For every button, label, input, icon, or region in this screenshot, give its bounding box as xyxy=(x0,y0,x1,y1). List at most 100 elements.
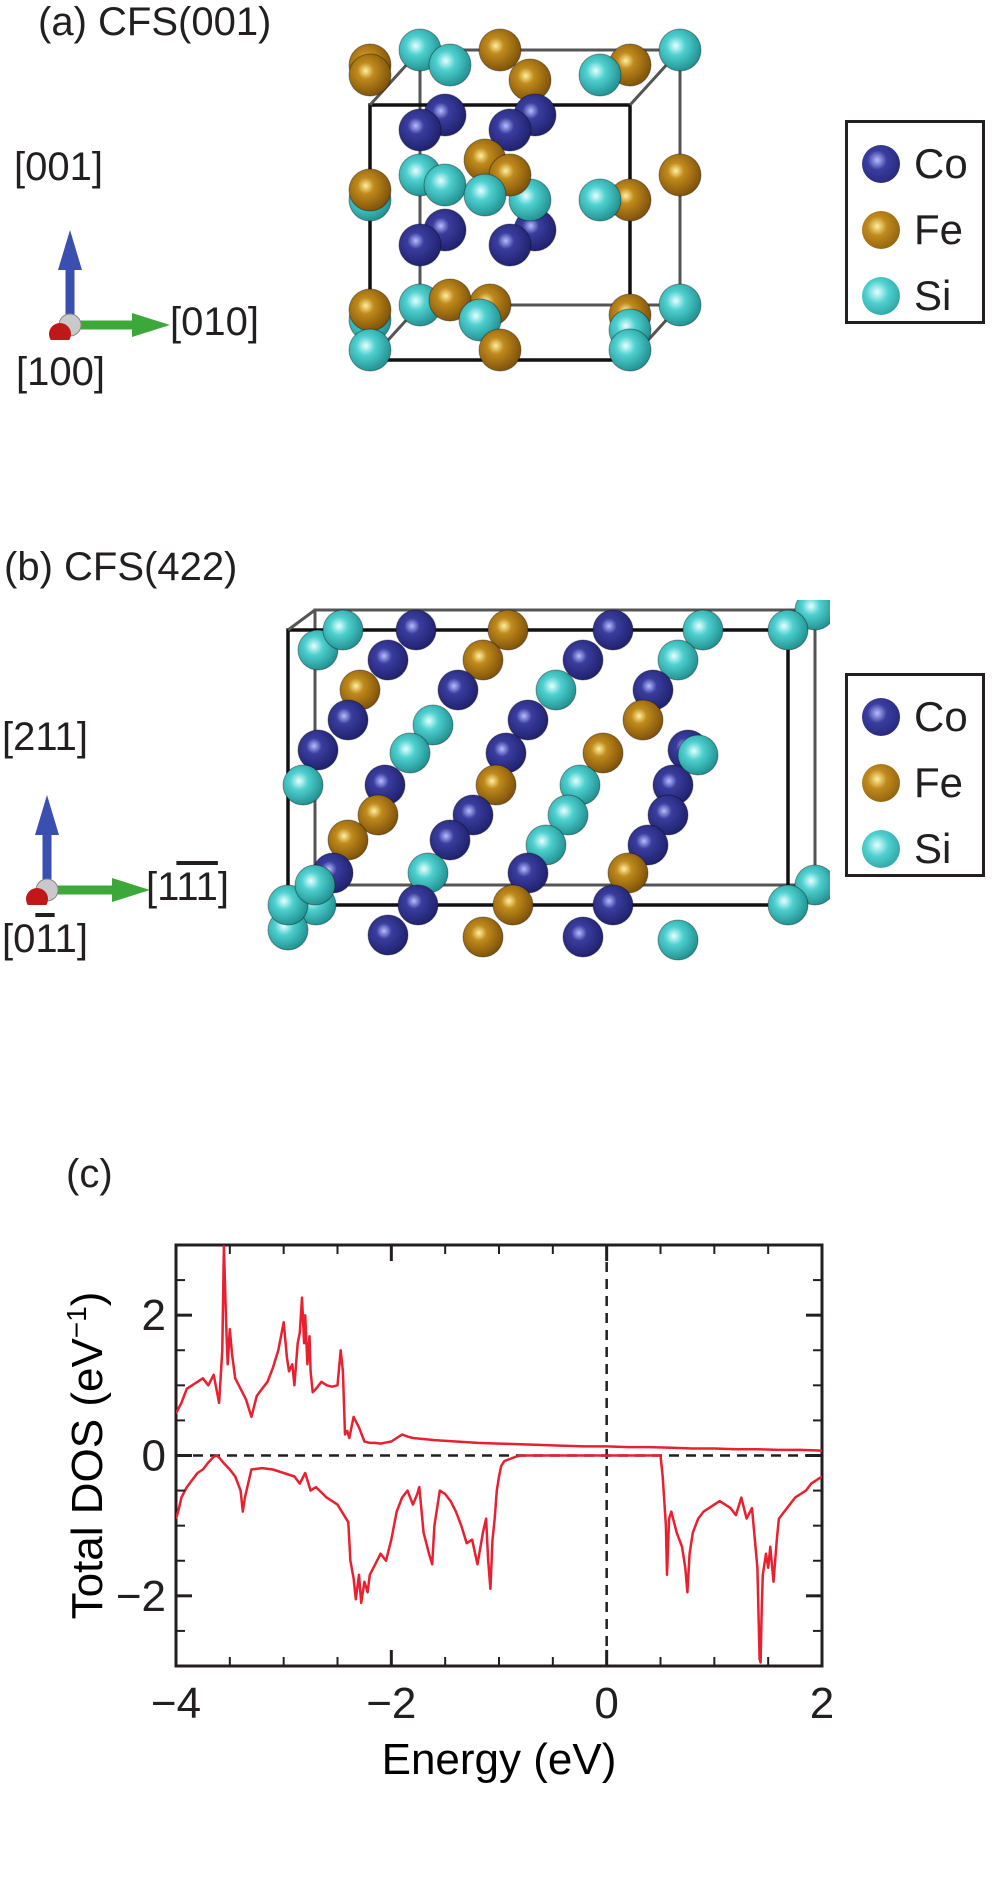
cell-front-face xyxy=(286,628,790,907)
fe-atom xyxy=(348,53,392,97)
co-atom xyxy=(367,914,409,956)
legend-label: Fe xyxy=(914,759,964,806)
axis-label-right: [010] xyxy=(170,300,259,344)
si-atom xyxy=(578,53,622,97)
si-atom xyxy=(657,919,699,961)
si-atom xyxy=(767,884,809,926)
co-atom xyxy=(562,916,604,958)
co-atom xyxy=(297,729,339,771)
x-tick-label: 0 xyxy=(594,1679,618,1728)
co-atom xyxy=(488,223,532,267)
si-atom xyxy=(322,609,364,651)
panel-b: (b) CFS(422) [211] [111] [011] Co Fe Si xyxy=(0,545,997,1025)
legend-b: Co Fe Si xyxy=(845,673,985,877)
co-atom xyxy=(398,223,442,267)
axis-label-out: [100] xyxy=(16,350,105,394)
axis-label-up: [001] xyxy=(14,145,103,189)
axis-label-overline-part: 11 xyxy=(176,865,218,909)
co-atom-icon xyxy=(862,145,900,183)
axis-label-out: [011] xyxy=(2,917,88,962)
legend-label: Fe xyxy=(914,206,964,253)
axis-label-right: [111] xyxy=(146,865,229,910)
co-atom xyxy=(429,819,471,861)
legend-label: Co xyxy=(914,140,968,187)
si-atom-icon xyxy=(862,830,900,868)
si-atom xyxy=(428,43,472,87)
cell-edge xyxy=(287,608,316,632)
axis-arrow-up-head xyxy=(58,230,82,270)
legend-item-fe: Fe xyxy=(862,750,968,816)
crystal-structure-a xyxy=(348,28,702,372)
co-atom xyxy=(627,824,669,866)
si-atom xyxy=(547,794,589,836)
si-atom xyxy=(348,328,392,372)
fe-atom xyxy=(478,28,522,72)
si-atom xyxy=(458,298,502,342)
si-atom xyxy=(389,732,431,774)
axis-arrow-up-head xyxy=(35,795,59,835)
legend-label: Si xyxy=(914,825,952,872)
axis-label-part: [0 xyxy=(2,917,36,961)
si-atom xyxy=(423,163,467,207)
fe-atom xyxy=(487,609,529,651)
co-atom xyxy=(507,699,549,741)
si-atom xyxy=(535,669,577,711)
axis-label-part: ] xyxy=(217,865,230,909)
si-atom-icon xyxy=(862,277,900,315)
co-atom xyxy=(397,884,439,926)
co-atom-icon xyxy=(862,698,900,736)
y-tick-label: 2 xyxy=(142,1291,166,1340)
y-axis-label-close: ) xyxy=(63,1292,112,1307)
y-tick-label: 0 xyxy=(142,1432,166,1481)
si-atom xyxy=(282,764,324,806)
legend-item-si: Si xyxy=(862,263,968,329)
panel-b-label: (b) CFS(422) xyxy=(4,545,238,589)
co-atom xyxy=(398,108,442,152)
legend-label: Si xyxy=(914,272,952,319)
crystal-structure-b xyxy=(267,600,830,961)
y-axis-label-sup: −1 xyxy=(61,1306,92,1338)
fe-atom xyxy=(462,639,504,681)
axis-arrow-right-head xyxy=(112,878,150,902)
co-atom xyxy=(562,639,604,681)
legend-item-fe: Fe xyxy=(862,197,968,263)
axis-label-overline-part: 1 xyxy=(35,917,55,961)
co-atom xyxy=(327,699,369,741)
fe-atom xyxy=(357,794,399,836)
co-atom xyxy=(592,884,634,926)
axis-arrow-right-head xyxy=(132,313,170,337)
axis-arrow-out xyxy=(49,323,71,340)
dos-series-minority xyxy=(176,1454,822,1664)
panel-a: (a) CFS(001) [001] [010] [100] xyxy=(0,0,997,400)
legend-label: Co xyxy=(914,693,968,740)
fe-atom xyxy=(348,288,392,332)
si-atom xyxy=(658,283,702,327)
si-atom xyxy=(657,639,699,681)
legend-item-co: Co xyxy=(862,684,968,750)
axis-label-part: [1 xyxy=(146,865,177,909)
panel-c-label: (c) xyxy=(66,1152,113,1196)
y-tick-label: −2 xyxy=(116,1572,166,1621)
co-atom xyxy=(437,669,479,711)
si-atom xyxy=(578,178,622,222)
si-atom xyxy=(463,173,507,217)
fe-atom xyxy=(492,884,534,926)
fe-atom xyxy=(475,764,517,806)
axis-arrow-out xyxy=(26,888,48,905)
fe-atom xyxy=(658,153,702,197)
co-atom xyxy=(395,609,437,651)
fe-atom xyxy=(478,328,522,372)
y-axis-label: Total DOS (eV−1) xyxy=(61,1292,112,1620)
si-atom xyxy=(767,609,809,651)
legend-a: Co Fe Si xyxy=(845,120,985,324)
co-atom xyxy=(592,609,634,651)
x-axis-label: Energy (eV) xyxy=(382,1735,617,1784)
axis-triad-b xyxy=(26,795,150,905)
co-atom xyxy=(367,639,409,681)
fe-atom xyxy=(582,732,624,774)
si-atom xyxy=(294,864,336,906)
si-atom xyxy=(658,28,702,72)
fe-atom xyxy=(462,916,504,958)
y-axis-label-main: Total DOS (eV xyxy=(63,1338,112,1620)
